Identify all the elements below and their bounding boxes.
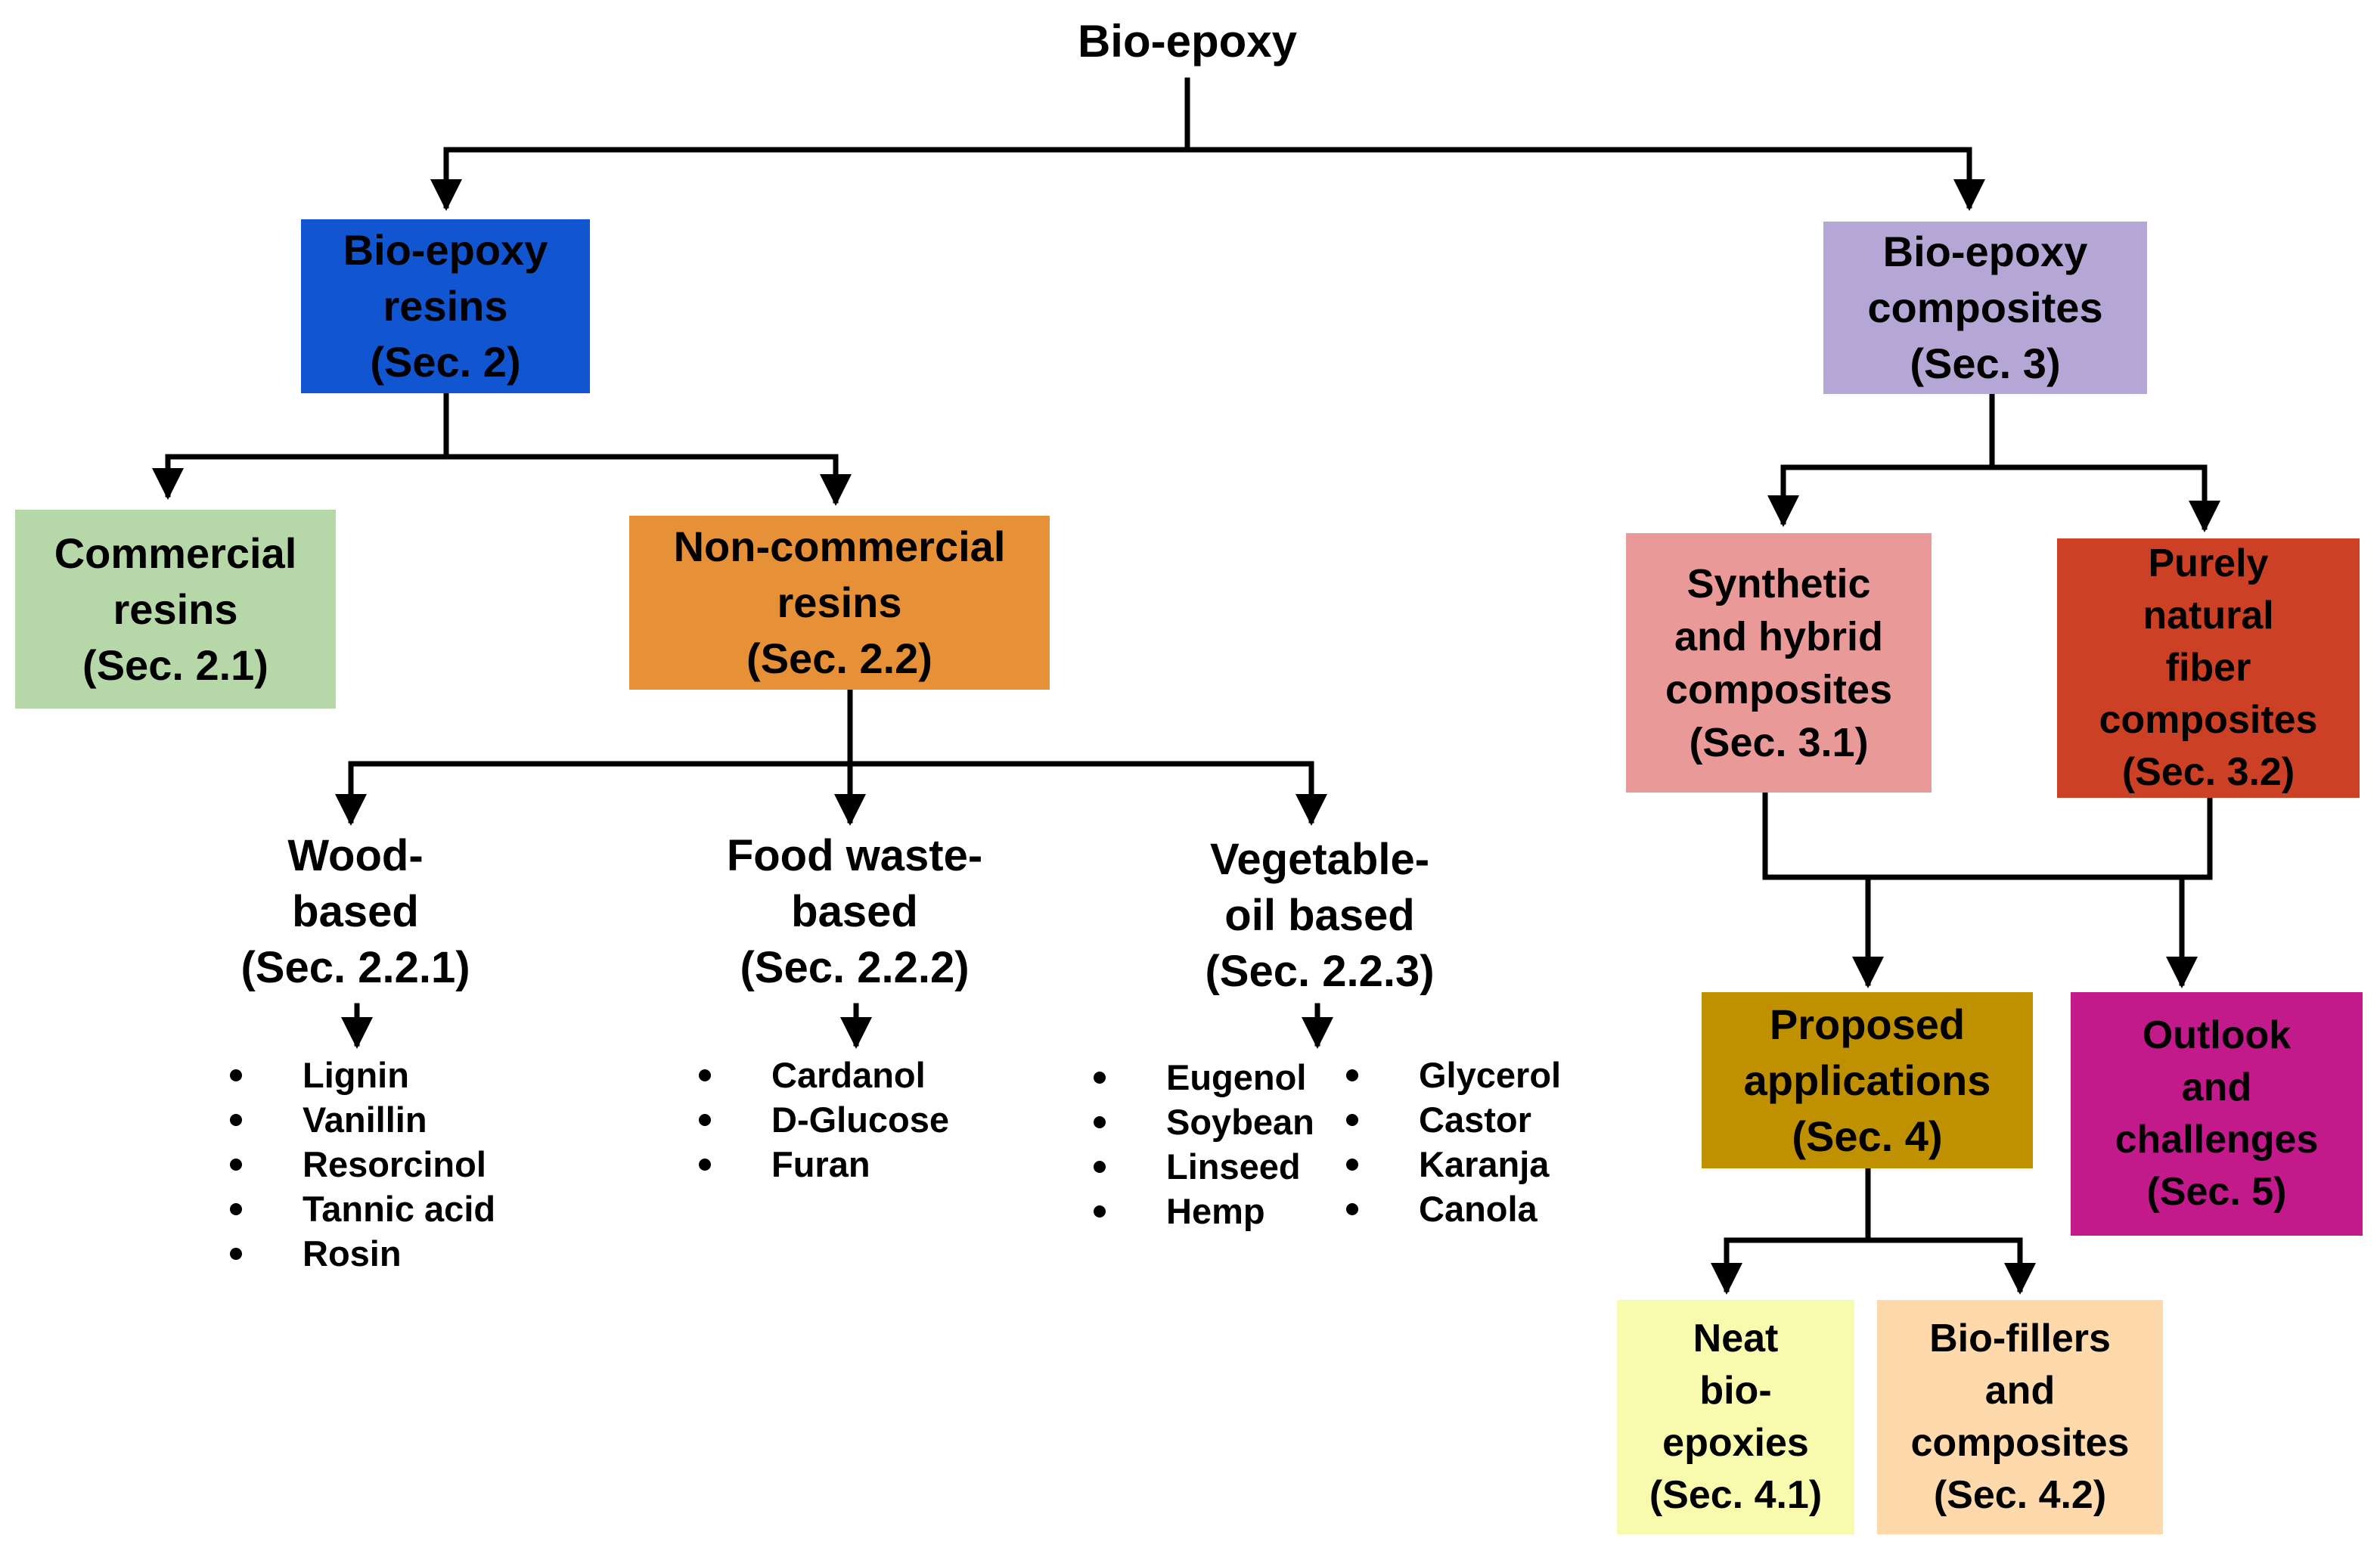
- veg-line-1: Vegetable-: [1209, 835, 1430, 884]
- neat-line-3: epoxies: [1662, 1421, 1809, 1465]
- list-item: Resorcinol: [230, 1142, 495, 1187]
- list-item: Eugenol: [1094, 1055, 1314, 1100]
- wood-items-list: Lignin Vanillin Resorcinol Tannic acid R…: [230, 1053, 495, 1276]
- food-line-1: Food waste-: [726, 831, 983, 880]
- fillers-line-2: and: [1984, 1369, 2056, 1413]
- noncommercial-line-1: Non-commercial: [673, 523, 1006, 570]
- natural-line-1: Purely: [2148, 541, 2269, 585]
- veg-items-list-left: Eugenol Soybean Linseed Hemp: [1094, 1055, 1314, 1233]
- list-item: Hemp: [1094, 1189, 1314, 1233]
- list-item: Furan: [699, 1142, 949, 1187]
- list-item: Soybean: [1094, 1100, 1314, 1144]
- veg-items-list-right: Glycerol Castor Karanja Canola: [1346, 1053, 1561, 1231]
- outlook-line-1: Outlook: [2142, 1013, 2292, 1057]
- list-item: D-Glucose: [699, 1097, 949, 1142]
- synthetic-line-4: (Sec. 3.1): [1689, 719, 1869, 765]
- food-line-3: (Sec. 2.2.2): [740, 943, 970, 992]
- noncommercial-line-3: (Sec. 2.2): [746, 634, 932, 682]
- synthetic-line-2: and hybrid: [1674, 613, 1883, 659]
- neat-line-4: (Sec. 4.1): [1649, 1473, 1823, 1517]
- node-synthetic-hybrid-composites: Synthetic and hybrid composites (Sec. 3.…: [1626, 533, 1932, 793]
- list-item: Glycerol: [1346, 1053, 1561, 1097]
- natural-line-5: (Sec. 3.2): [2121, 750, 2295, 794]
- outlook-line-3: challenges: [2115, 1118, 2319, 1162]
- label-wood-based: Wood- based (Sec. 2.2.1): [189, 828, 522, 996]
- synthetic-line-1: Synthetic: [1686, 560, 1871, 606]
- fillers-line-1: Bio-fillers: [1929, 1317, 2111, 1360]
- list-item: Lignin: [230, 1053, 495, 1097]
- outlook-line-4: (Sec. 5): [2146, 1170, 2287, 1214]
- root-label-text: Bio-epoxy: [1077, 16, 1298, 67]
- list-item: Cardanol: [699, 1053, 949, 1097]
- resins-line-2: resins: [383, 282, 508, 330]
- natural-line-2: natural: [2143, 594, 2274, 638]
- list-item: Linseed: [1094, 1144, 1314, 1189]
- list-item: Castor: [1346, 1097, 1561, 1142]
- wood-line-3: (Sec. 2.2.1): [240, 943, 470, 992]
- wood-line-1: Wood-: [287, 831, 424, 880]
- resins-line-1: Bio-epoxy: [343, 226, 548, 274]
- root-label: Bio-epoxy: [1036, 11, 1339, 72]
- label-food-waste-based: Food waste- based (Sec. 2.2.2): [681, 828, 1029, 996]
- veg-line-2: oil based: [1224, 891, 1415, 940]
- food-line-2: based: [791, 887, 918, 936]
- applications-line-2: applications: [1743, 1056, 1991, 1104]
- node-outlook-and-challenges: Outlook and challenges (Sec. 5): [2071, 992, 2363, 1236]
- node-non-commercial-resins: Non-commercial resins (Sec. 2.2): [629, 516, 1050, 690]
- list-item: Tannic acid: [230, 1187, 495, 1231]
- node-purely-natural-fiber-composites: Purely natural fiber composites (Sec. 3.…: [2057, 538, 2360, 798]
- neat-line-1: Neat: [1693, 1317, 1779, 1360]
- synthetic-line-3: composites: [1665, 666, 1893, 712]
- composites-line-1: Bio-epoxy: [1882, 228, 2088, 275]
- node-proposed-applications: Proposed applications (Sec. 4): [1702, 992, 2033, 1168]
- node-bio-fillers-and-composites: Bio-fillers and composites (Sec. 4.2): [1877, 1300, 2163, 1534]
- natural-line-3: fiber: [2165, 646, 2251, 690]
- label-vegetable-oil-based: Vegetable- oil based (Sec. 2.2.3): [1142, 832, 1497, 1000]
- node-neat-bio-epoxies: Neat bio- epoxies (Sec. 4.1): [1617, 1300, 1854, 1534]
- list-item: Rosin: [230, 1231, 495, 1276]
- list-item: Karanja: [1346, 1142, 1561, 1187]
- fillers-line-4: (Sec. 4.2): [1933, 1473, 2107, 1517]
- neat-line-2: bio-: [1699, 1369, 1772, 1413]
- commercial-line-2: resins: [113, 585, 238, 633]
- food-items-list: Cardanol D-Glucose Furan: [699, 1053, 949, 1187]
- list-item: Canola: [1346, 1187, 1561, 1231]
- outlook-line-2: and: [2181, 1066, 2252, 1109]
- fillers-line-3: composites: [1910, 1421, 2130, 1465]
- composites-line-2: composites: [1867, 284, 2103, 331]
- node-commercial-resins: Commercial resins (Sec. 2.1): [15, 510, 336, 709]
- list-item: Vanillin: [230, 1097, 495, 1142]
- natural-line-4: composites: [2099, 698, 2318, 742]
- applications-line-3: (Sec. 4): [1792, 1112, 1943, 1160]
- node-bio-epoxy-composites: Bio-epoxy composites (Sec. 3): [1823, 222, 2147, 394]
- resins-line-3: (Sec. 2): [370, 338, 521, 386]
- composites-line-3: (Sec. 3): [1910, 340, 2061, 387]
- commercial-line-3: (Sec. 2.1): [82, 641, 268, 689]
- node-bio-epoxy-resins: Bio-epoxy resins (Sec. 2): [301, 219, 590, 393]
- commercial-line-1: Commercial: [54, 529, 297, 577]
- wood-line-2: based: [292, 887, 419, 936]
- applications-line-1: Proposed: [1769, 1000, 1966, 1048]
- noncommercial-line-2: resins: [777, 579, 902, 626]
- veg-line-3: (Sec. 2.2.3): [1205, 947, 1435, 996]
